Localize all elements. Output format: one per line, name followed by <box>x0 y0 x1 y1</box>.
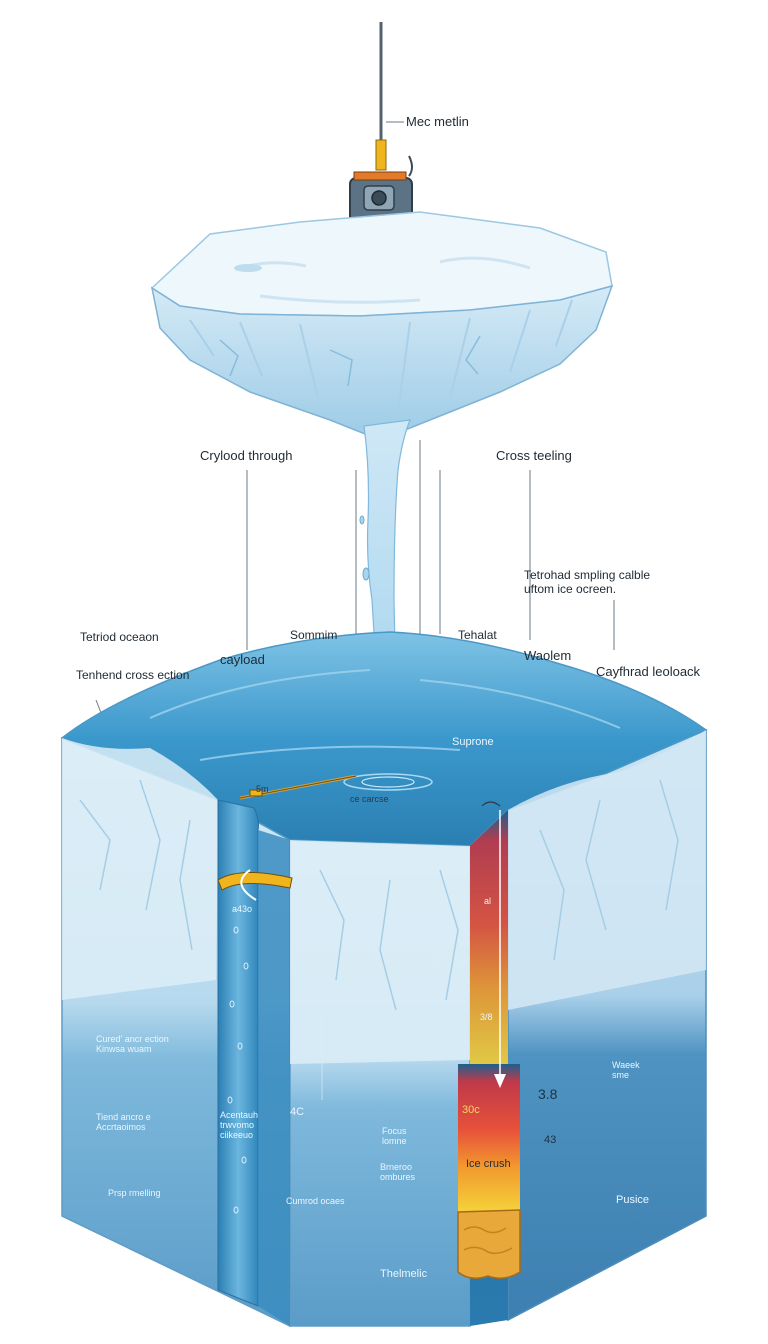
label-cured-annotation: Cured' ancr ection Kinwsa wuam <box>96 1034 169 1054</box>
ice-floe-side <box>150 284 614 441</box>
probe-camera-icon <box>371 190 387 206</box>
label-tube-annotation: Acentauh trwvomo ciikeeuo <box>220 1110 259 1140</box>
label-thirty-c: 30c <box>462 1104 480 1116</box>
label-tiend-annotation: Tiend ancro e Accrtaoimos <box>96 1112 151 1132</box>
label-pusice: Pusice <box>616 1194 650 1206</box>
drip-drop <box>362 567 370 581</box>
label-a4s: a43o <box>232 904 253 914</box>
label-al: al <box>484 896 492 906</box>
label-cumrod-annotation: Cumrod ocaes <box>286 1196 345 1206</box>
label-ce-carcse: ce carcse <box>350 794 389 804</box>
label-suprone: Suprone <box>452 736 494 748</box>
sediment-core <box>457 1209 521 1279</box>
label-tube-small: 5m <box>256 784 269 794</box>
cable-clamp-icon <box>217 871 293 891</box>
label-sampling-cable: Tetrohad smpling calble uftom ice ocreen… <box>524 568 651 596</box>
label-forty-c: 4C <box>290 1106 305 1118</box>
label-ice-crush: Ice crush <box>466 1158 511 1170</box>
label-focus-annotation: Focus lomne <box>382 1126 407 1146</box>
label-tenhend-cross: Tenhend cross ection <box>76 668 190 682</box>
ice-floe-top <box>150 211 613 317</box>
water-bubbles <box>227 926 249 1214</box>
probe-antenna-collar <box>375 139 387 171</box>
sampling-cable <box>217 774 357 901</box>
label-cayload: cayload <box>220 652 265 667</box>
label-waeek-annotation: Waeek sme <box>612 1060 640 1080</box>
ice-floe <box>150 211 614 441</box>
label-probe: Mec metlin <box>406 114 469 129</box>
label-cryload-through: Crylood through <box>200 448 293 463</box>
label-tetriod-ocean: Tetriod oceaon <box>80 630 159 644</box>
label-prsp-annotation: Prsp rmelling <box>108 1188 161 1198</box>
label-tehalat: Tehalat <box>458 628 497 642</box>
label-cross-teeling: Cross teeling <box>496 448 572 463</box>
label-thelmelic: Thelmelic <box>380 1268 428 1280</box>
label-three-b: 3.8 <box>538 1086 558 1102</box>
heated-melt-channel <box>458 1064 520 1212</box>
label-cayfhrad: Cayfhrad leoloack <box>596 664 701 679</box>
label-brneroo-annotation: Brneroo ombures <box>380 1162 416 1182</box>
label-three-b-upper: 3/8 <box>480 1012 493 1022</box>
label-waolem: Waolem <box>524 648 572 663</box>
ocean-block <box>60 631 708 1328</box>
label-forty-three: 43 <box>544 1134 557 1146</box>
label-sommim: Sommim <box>290 628 338 642</box>
leader-lines <box>95 121 615 740</box>
descent-arrow <box>481 801 506 1088</box>
